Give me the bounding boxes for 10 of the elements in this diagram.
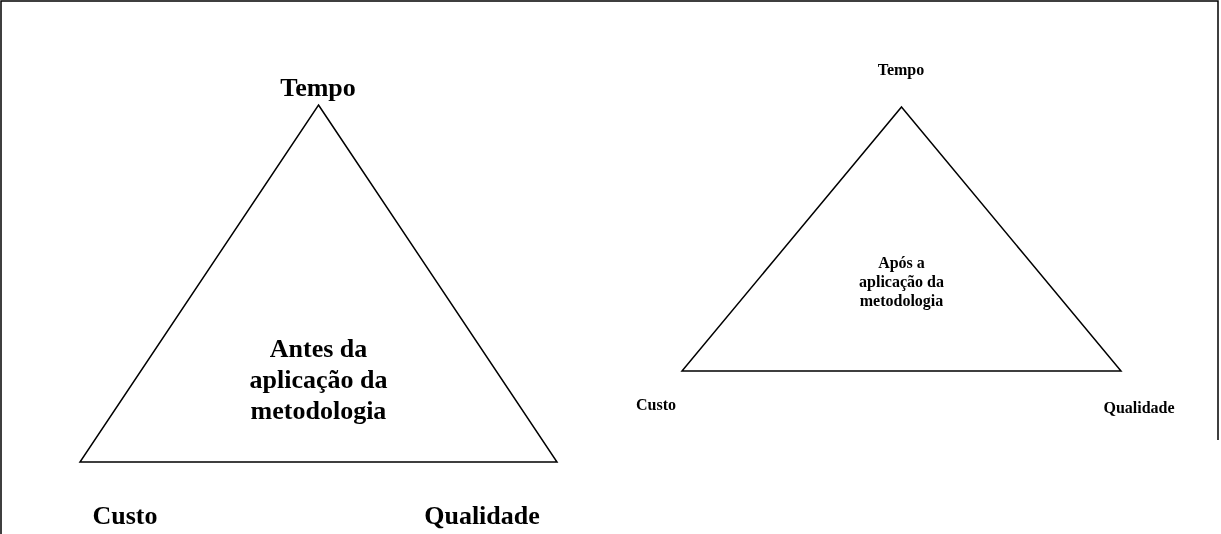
triangle-shape [80, 105, 557, 462]
triangle-shape [682, 107, 1121, 371]
corner-label: Custo [92, 501, 158, 531]
corner-label: Qualidade [424, 501, 540, 531]
triangle-caption: Antes da aplicação da metodologia [248, 333, 389, 427]
triangle-caption: Após a aplicação da metodologia [858, 253, 945, 311]
corner-label: Custo [636, 396, 676, 414]
corner-label: Tempo [877, 61, 925, 79]
corner-label: Tempo [280, 73, 356, 103]
corner-label: Qualidade [1103, 399, 1175, 417]
